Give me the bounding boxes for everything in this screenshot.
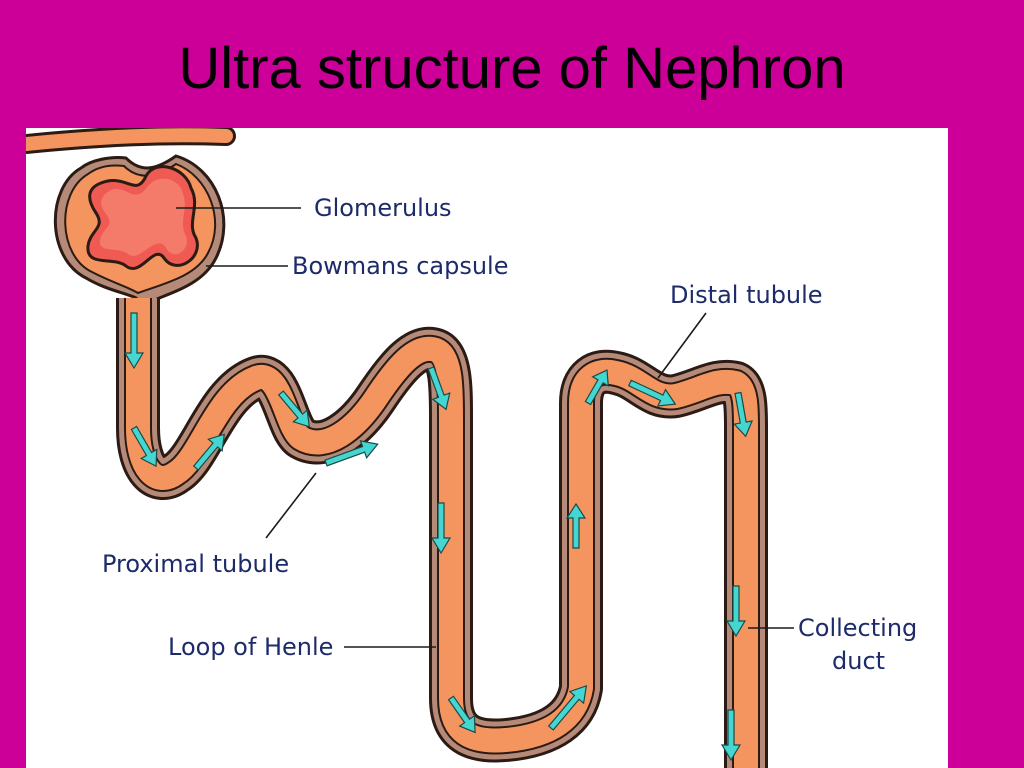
flow-arrow-icon <box>720 709 742 762</box>
flow-arrow-icon <box>584 369 609 406</box>
flow-arrow-icon <box>725 585 747 638</box>
flow-arrow-icon <box>123 312 145 370</box>
label-proximal-tubule: Proximal tubule <box>102 550 289 578</box>
flow-arrow-icon <box>547 684 588 731</box>
label-collecting-duct-line2: duct <box>832 647 885 675</box>
slide-title: Ultra structure of Nephron <box>178 36 846 101</box>
label-glomerulus: Glomerulus <box>314 194 452 222</box>
nephron-diagram-panel: Glomerulus Bowmans capsule Distal tubule… <box>26 128 948 768</box>
leader-lines <box>176 207 794 648</box>
label-loop-of-henle: Loop of Henle <box>168 633 333 661</box>
flow-arrow-icon <box>192 433 225 471</box>
flow-arrow-icon <box>324 440 379 467</box>
flow-arrow-icon <box>447 695 476 734</box>
glomerulus <box>86 165 199 270</box>
label-bowmans-capsule: Bowmans capsule <box>292 252 509 280</box>
nephron-diagram: Glomerulus Bowmans capsule Distal tubule… <box>26 128 917 768</box>
flow-arrow-icon <box>565 502 587 549</box>
label-collecting-duct-line1: Collecting <box>798 614 917 642</box>
flow-arrow-icon <box>733 391 754 438</box>
flow-arrow-icon <box>627 379 677 407</box>
flow-arrow-icon <box>427 366 451 411</box>
flow-arrow-icon <box>277 390 310 428</box>
label-distal-tubule: Distal tubule <box>670 281 823 309</box>
flow-arrow-icon <box>430 502 452 555</box>
flow-arrow-icon <box>130 425 158 468</box>
flow-arrows <box>123 312 754 762</box>
